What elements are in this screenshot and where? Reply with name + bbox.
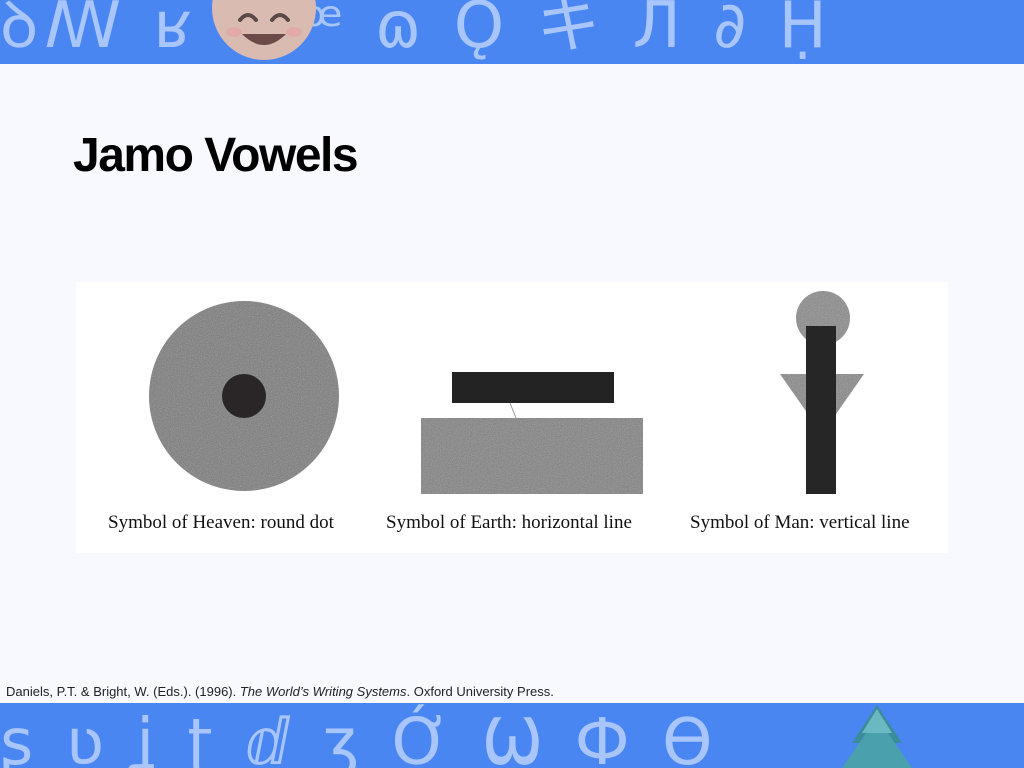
top-decorative-band: ꝺꟿ ʁ Я ꟹ ɷ Ǫ キ Л ∂ Ḥ [0,0,1024,64]
smiling-face-icon [212,0,316,64]
evergreen-tree-icon [832,703,922,768]
man-caption: Symbol of Man: vertical line [690,512,910,533]
earth-caption: Symbol of Earth: horizontal line [386,512,632,533]
jamo-vowel-figure: Symbol of Heaven: round dot Symbol of Ea… [76,282,948,553]
earth-symbol [421,372,643,494]
earth-horizontal-line [452,372,614,403]
citation-publisher: . Oxford University Press. [406,684,554,699]
heaven-symbol [149,301,339,491]
man-vertical-line [806,326,836,494]
slide-title: Jamo Vowels [73,129,359,182]
bottom-band-glyphs: ʂ ʋ ʝ ʈ ⅆ ʒ Ớ Ѡ Ф Ɵ [0,706,719,768]
man-symbol [780,291,864,494]
source-citation: Daniels, P.T. & Bright, W. (Eds.). (1996… [6,684,554,699]
top-band-glyphs: ꝺꟿ ʁ Я ꟹ ɷ Ǫ キ Л ∂ Ḥ [0,0,833,63]
jamo-symbols-illustration [149,291,864,494]
heaven-caption: Symbol of Heaven: round dot [108,512,334,533]
citation-authors: Daniels, P.T. & Bright, W. (Eds.). (1996… [6,684,240,699]
citation-book-title: The World’s Writing Systems [239,684,407,699]
earth-block [421,418,643,494]
bottom-decorative-band: ʂ ʋ ʝ ʈ ⅆ ʒ Ớ Ѡ Ф Ɵ [0,703,1024,768]
heaven-round-dot [222,374,266,418]
